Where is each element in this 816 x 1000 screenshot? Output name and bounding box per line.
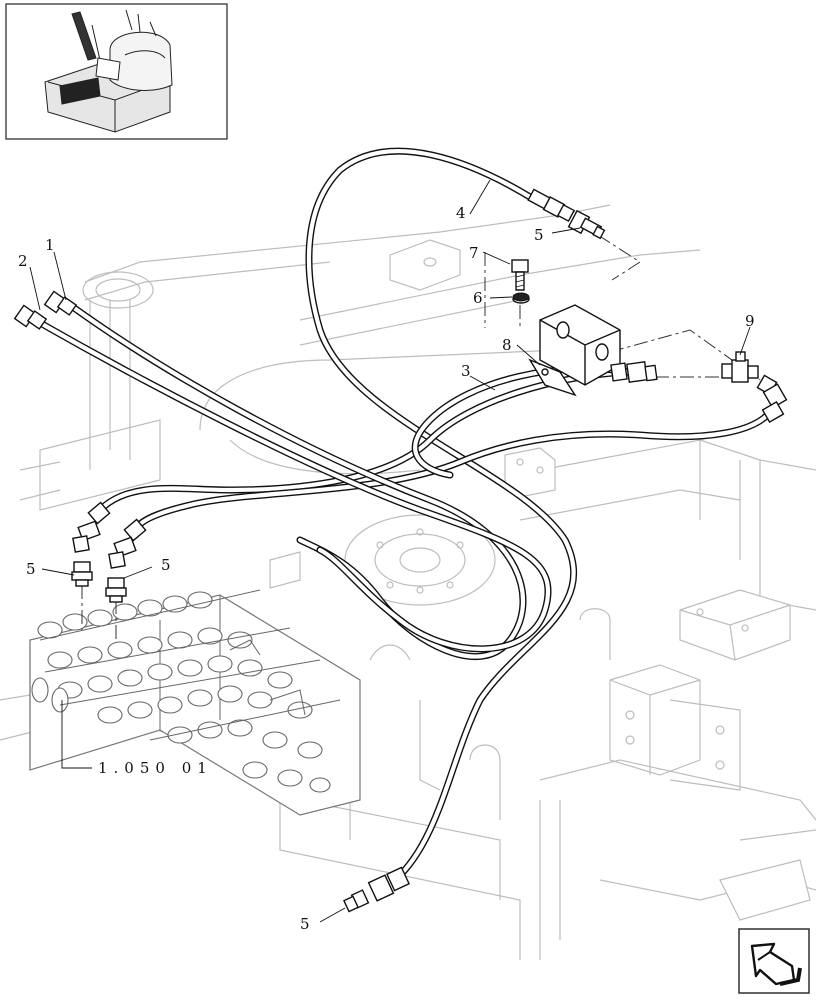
hose-2-end-fitting: [13, 304, 48, 330]
callout-9: 9: [745, 312, 755, 330]
callout-7: 7: [469, 244, 479, 262]
tee-fitting-9: [721, 351, 788, 424]
hose-4: [305, 147, 578, 884]
callout-2: 2: [18, 252, 28, 270]
leader-lines: [29, 179, 751, 923]
section-reference: 1.050 01: [98, 759, 213, 777]
callout-1: 1: [45, 236, 55, 254]
callout-5-bottom: 5: [300, 915, 310, 933]
block-hose-fitting: [610, 361, 658, 383]
callout-3: 3: [461, 362, 471, 380]
machine-frame-background: [0, 204, 816, 960]
hose-4-end-fitting: [527, 188, 576, 223]
excavator-cab-thumbnail-icon: [5, 3, 228, 140]
callout-5-right: 5: [161, 556, 171, 574]
hose-9-return: [131, 401, 779, 534]
callout-5-top: 5: [534, 226, 544, 244]
control-valve-block: [29, 589, 361, 816]
elbow-fitting-5-top: [567, 209, 606, 240]
hose-1: [66, 301, 527, 661]
bolt-7: [511, 259, 529, 291]
adapter-fitting-5-right: [105, 577, 127, 603]
lower-elbow-fittings: [72, 501, 147, 569]
adapter-fitting-5-left: [71, 561, 93, 587]
manifold-block-8: [528, 304, 621, 397]
hose-4-bottom-fitting: [343, 866, 410, 913]
callout-5-left: 5: [26, 560, 36, 578]
assembly-guide-lines: [81, 234, 761, 640]
next-page-arrow-icon[interactable]: [738, 928, 810, 994]
hose-1-end-fitting: [43, 290, 78, 316]
callout-4: 4: [456, 204, 466, 222]
hose-2: [31, 316, 552, 653]
callout-6: 6: [473, 289, 483, 307]
washer-6: [512, 292, 530, 304]
callout-8: 8: [502, 336, 512, 354]
